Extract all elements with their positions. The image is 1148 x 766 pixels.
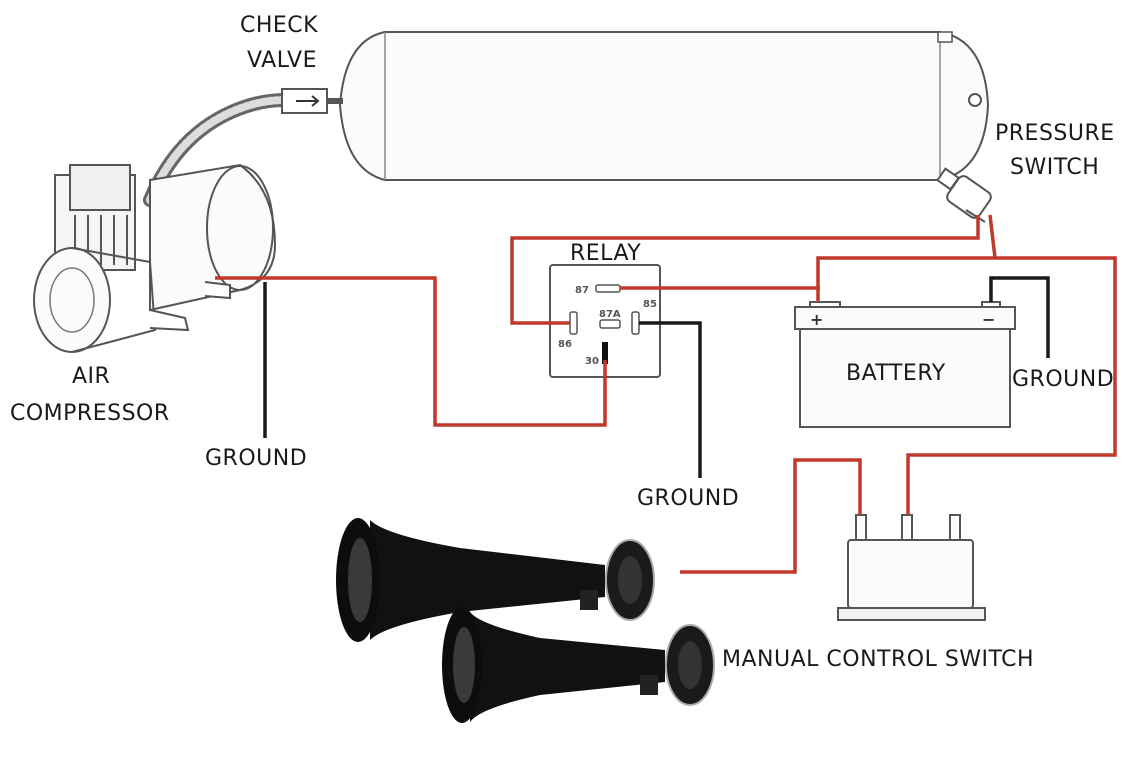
- battery-negative-terminal: −: [982, 310, 995, 329]
- label-ground-battery: GROUND: [1012, 367, 1114, 392]
- ground-wires: [263, 276, 1050, 478]
- label-pressure-switch-line2: SWITCH: [1010, 155, 1099, 180]
- horn-lower: [442, 607, 715, 723]
- label-air-compressor-line2: COMPRESSOR: [10, 401, 170, 426]
- label-check-valve-line1: CHECK: [240, 13, 318, 38]
- label-relay: RELAY: [570, 241, 641, 266]
- relay-pin-87: 87: [575, 285, 589, 296]
- power-wires: [215, 214, 1117, 574]
- air-tank: [338, 31, 990, 181]
- label-check-valve-line2: VALVE: [247, 48, 317, 73]
- air-compressor: [33, 163, 277, 353]
- label-pressure-switch-line1: PRESSURE: [995, 121, 1115, 146]
- horn-upper: [336, 518, 655, 642]
- label-air-compressor-line1: AIR: [72, 364, 110, 389]
- battery-positive-terminal: +: [810, 310, 823, 329]
- air-horns: [336, 518, 715, 723]
- relay-pin-30: 30: [585, 356, 599, 367]
- label-manual-control-switch: MANUAL CONTROL SWITCH: [722, 647, 1034, 672]
- relay-pin-85: 85: [643, 299, 657, 310]
- pressure-switch: [936, 167, 992, 223]
- battery: + −: [794, 301, 1016, 428]
- relay-pin-86: 86: [558, 339, 572, 350]
- manual-control-switch: [837, 514, 986, 621]
- relay-pin-87a: 87A: [599, 309, 621, 320]
- check-valve: [143, 88, 343, 207]
- label-battery: BATTERY: [846, 361, 946, 386]
- label-ground-relay: GROUND: [637, 486, 739, 511]
- relay: 87 87A 85 86 30: [549, 264, 661, 378]
- label-ground-compressor: GROUND: [205, 446, 307, 471]
